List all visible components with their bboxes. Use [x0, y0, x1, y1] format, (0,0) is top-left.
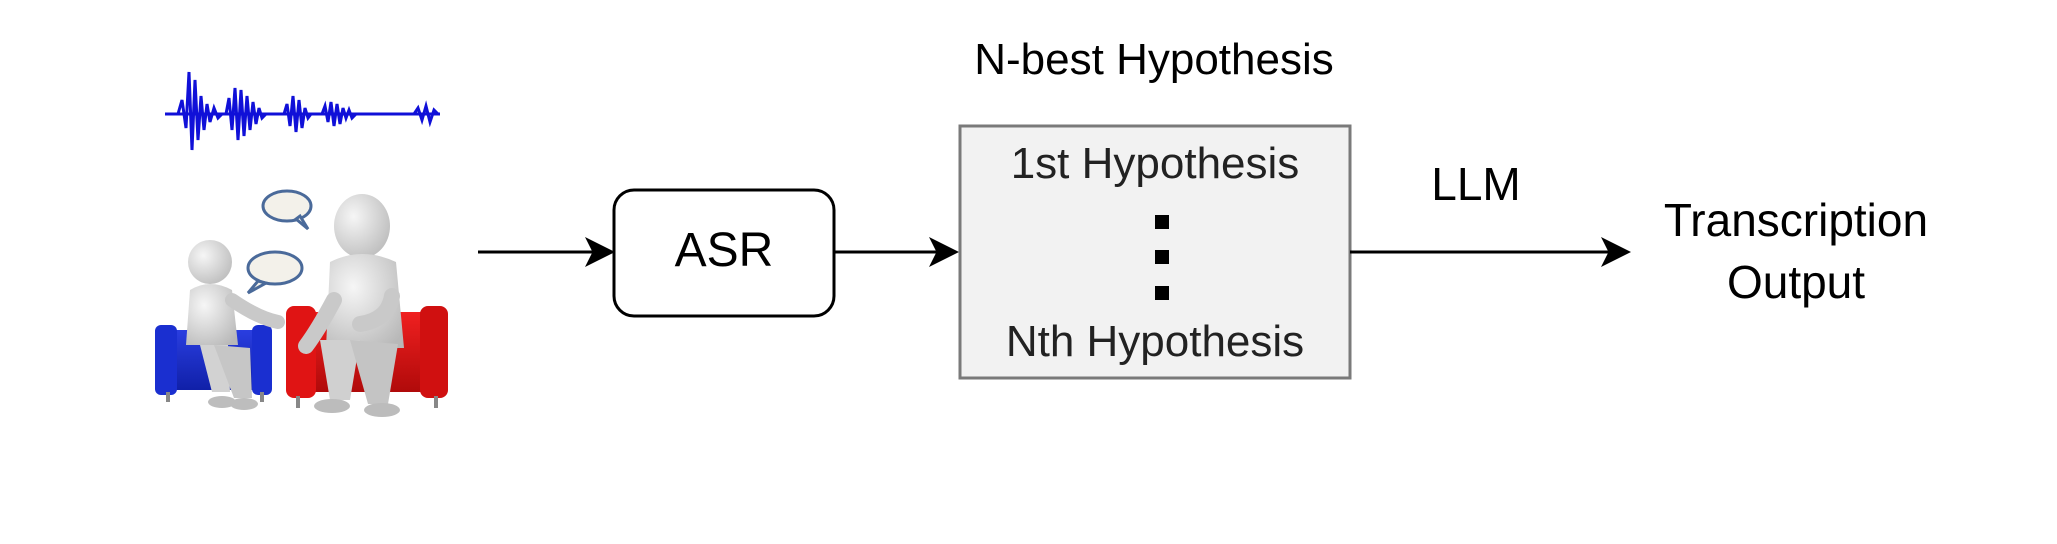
output-line-2: Output	[1727, 256, 1865, 308]
ellipsis-dots	[1155, 215, 1169, 300]
audio-waveform-icon	[165, 71, 440, 151]
nth-hypothesis-label: Nth Hypothesis	[1006, 317, 1304, 366]
asr-label: ASR	[675, 224, 774, 277]
speech-bubble-icon	[246, 250, 304, 295]
asr-box: ASR	[612, 188, 836, 318]
nbest-hypotheses-box: 1st Hypothesis Nth Hypothesis	[958, 124, 1352, 380]
speech-bubble-icon	[261, 189, 313, 231]
output-line-1: Transcription	[1664, 194, 1928, 246]
nbest-heading: N-best Hypothesis	[974, 35, 1333, 84]
llm-label: LLM	[1431, 158, 1520, 210]
conversation-illustration-icon	[155, 189, 448, 417]
first-hypothesis-label: 1st Hypothesis	[1011, 139, 1300, 188]
transcription-output-label: Transcription Output	[1664, 194, 1928, 308]
